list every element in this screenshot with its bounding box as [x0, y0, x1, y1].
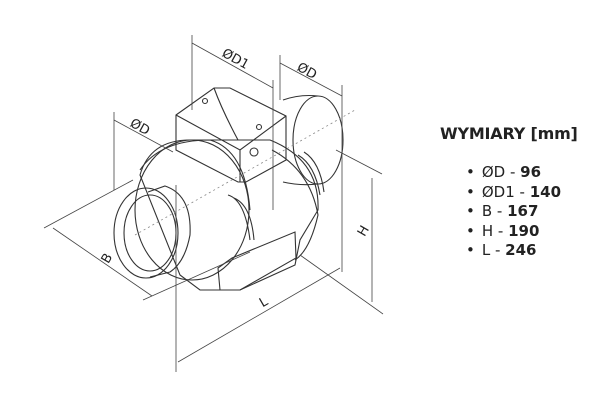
- separator: -: [492, 202, 508, 220]
- dimension-item-l: L - 246: [466, 241, 578, 261]
- dimension-h: H: [299, 149, 384, 315]
- separator: -: [490, 241, 506, 259]
- separator: -: [505, 163, 521, 181]
- label-d-inlet: ØD: [127, 116, 152, 139]
- separator: -: [514, 182, 530, 201]
- dimension-name: ØD1: [481, 182, 515, 201]
- dimension-name: B: [481, 202, 493, 220]
- dimension-item-d: ØD - 96: [466, 163, 578, 183]
- dimension-value: 167: [507, 202, 539, 220]
- label-h: H: [355, 223, 373, 239]
- dimension-value: 96: [520, 163, 542, 181]
- dimension-d-inlet: ØD: [113, 112, 174, 190]
- dimensions-title: WYMIARY [mm]: [440, 124, 578, 143]
- dimension-value: 140: [529, 182, 562, 201]
- dimension-name: ØD: [481, 163, 506, 181]
- fan-body: [134, 139, 325, 291]
- dimension-item-h: H - 190: [466, 222, 578, 242]
- dimension-value: 246: [505, 241, 537, 259]
- label-l: L: [257, 294, 271, 311]
- label-d-outlet: ØD: [294, 60, 319, 83]
- dimensions-list: ØD - 96 ØD1 - 140 B - 167 H - 190 L - 24…: [440, 163, 578, 261]
- dimensions-panel: WYMIARY [mm] ØD - 96 ØD1 - 140 B - 167 H…: [440, 124, 578, 261]
- separator: -: [493, 221, 509, 240]
- dimension-item-b: B - 167: [466, 202, 578, 222]
- inlet-spigot: [113, 185, 191, 279]
- dimension-name: L: [481, 241, 491, 259]
- dimension-d1: ØD1: [191, 35, 274, 210]
- label-b: B: [99, 251, 116, 266]
- center-axis: [134, 109, 356, 236]
- dimension-name: H: [481, 221, 494, 240]
- dimension-value: 190: [508, 221, 540, 240]
- dimension-item-d1: ØD1 - 140: [466, 183, 578, 203]
- label-d1: ØD1: [219, 46, 251, 73]
- terminal-box: [175, 87, 287, 183]
